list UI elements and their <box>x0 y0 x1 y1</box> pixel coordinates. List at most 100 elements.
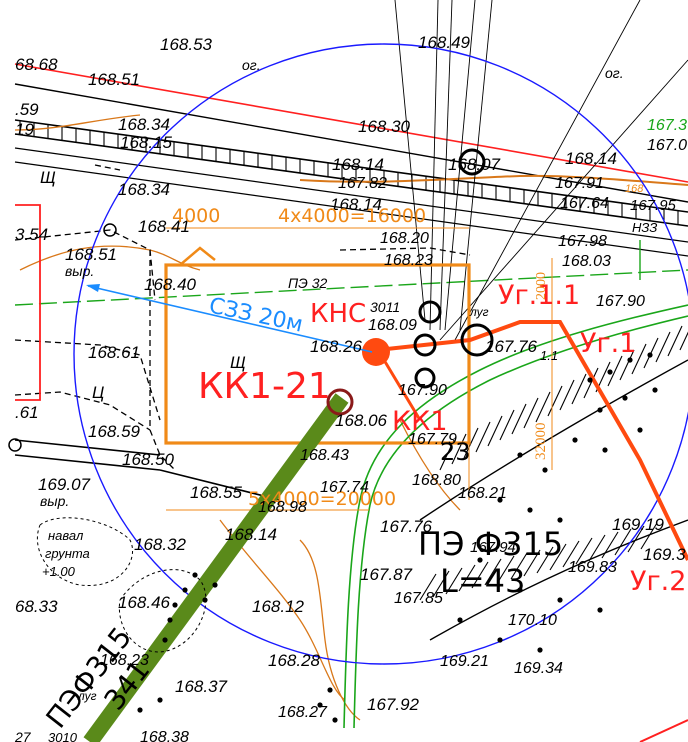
label: 168.59 <box>88 422 141 441</box>
label: 168.55 <box>190 483 243 502</box>
slope-hatch <box>463 427 479 459</box>
label: Уг.2 <box>630 566 686 597</box>
slope-edge <box>429 519 688 641</box>
tree-dot <box>572 437 578 443</box>
label: 168.06 <box>335 411 388 430</box>
protection-zone-circle <box>73 43 688 665</box>
embankment-hatch-top <box>14 119 688 257</box>
slope-hatch <box>511 403 527 435</box>
label: 167.90 <box>596 293 645 310</box>
label: 169.21 <box>440 653 489 670</box>
label: 168.12 <box>252 597 305 616</box>
label: 167.82 <box>338 175 387 192</box>
label: 167.95 <box>630 197 677 214</box>
label: 167.98 <box>558 233 607 250</box>
label: 168.40 <box>144 275 197 294</box>
slope-hatch <box>667 325 683 357</box>
label: 168.49 <box>418 33 471 52</box>
kns-marker <box>362 338 390 366</box>
tree-dot <box>202 597 208 603</box>
label: 168.23 <box>384 252 433 269</box>
slope-hatch <box>523 549 541 577</box>
label: 168.21 <box>458 485 507 502</box>
label: 168.09 <box>368 317 417 334</box>
tree-dot <box>497 497 503 503</box>
contour-orange-2 <box>19 245 201 271</box>
slope-hatch <box>588 534 606 562</box>
label: 168.34 <box>118 180 170 199</box>
slope-hatch <box>475 421 491 453</box>
label: L=43 <box>440 562 525 600</box>
contour-orange-3 <box>299 174 688 186</box>
slope-hatch <box>419 573 437 601</box>
label: 5x4000=20000 <box>248 488 396 510</box>
label: 167.74 <box>320 479 369 496</box>
tree-dot <box>597 407 603 413</box>
contour-orange-1 <box>14 114 141 131</box>
slope-hatch <box>679 331 688 351</box>
label: 168.50 <box>122 450 175 469</box>
tree-dot <box>537 647 543 653</box>
utility-lines <box>394 0 688 341</box>
label: Уг.1 <box>580 328 636 359</box>
tree-dot <box>157 697 163 703</box>
label: 167.87 <box>360 565 413 584</box>
label: ПЭ 32 <box>288 275 328 291</box>
contour-orange-6 <box>399 419 461 511</box>
dashed-boundaries <box>14 164 471 471</box>
label: 168.26 <box>310 337 363 356</box>
slope-hatch <box>571 373 587 405</box>
contour-orange-5 <box>219 519 346 701</box>
label: +1.00 <box>42 564 76 579</box>
slope-hatch <box>562 540 580 568</box>
label: 3011 <box>370 299 400 315</box>
label: 167.79 <box>408 431 457 448</box>
label: ог. <box>242 57 261 73</box>
label: 168.03 <box>562 253 611 270</box>
label: 169.83 <box>568 559 617 576</box>
slope-hatch <box>655 331 671 363</box>
label: .61 <box>15 403 39 422</box>
tree-dot <box>192 572 198 578</box>
slope-hatch <box>640 522 658 550</box>
label: 167.94 <box>470 539 516 556</box>
label: 167.90 <box>398 382 447 399</box>
tree-dot <box>627 357 633 363</box>
label: Уг.1.1 <box>498 280 580 311</box>
label: 19 <box>15 120 34 139</box>
tree-dot <box>137 707 143 713</box>
label: 3010 <box>48 730 78 742</box>
tree-dot <box>607 369 613 375</box>
slope-hatch <box>497 555 515 583</box>
slope-edge <box>419 359 688 521</box>
label: 168.53 <box>160 35 213 54</box>
label: КНС <box>310 299 366 329</box>
szz-arrow-head <box>86 284 100 292</box>
label: 168.27 <box>278 704 328 721</box>
zone-line-green <box>14 269 688 306</box>
slope-hatch <box>631 343 647 375</box>
slope-hatch <box>559 379 575 411</box>
tree-dot <box>517 587 523 593</box>
label: 168.37 <box>175 677 228 696</box>
wells <box>413 148 494 389</box>
slope-hatch <box>451 433 467 465</box>
label: 168.61 <box>88 343 140 362</box>
label: 168.23 <box>100 652 149 669</box>
contour-orange-4 <box>299 539 361 721</box>
tree-dot <box>622 395 628 401</box>
label: 169.3 <box>643 545 686 564</box>
label: 167.85 <box>394 590 443 607</box>
tree-dot <box>457 617 463 623</box>
label: 168 <box>625 183 644 195</box>
label: 168.14 <box>330 195 382 214</box>
tree-group <box>118 569 207 653</box>
label: ог. <box>605 65 624 81</box>
label: Ц <box>92 383 104 402</box>
slope-hatch <box>583 367 599 399</box>
red-boundary-left <box>15 204 41 401</box>
slope-hatch <box>510 552 528 580</box>
slope-hatch <box>487 415 503 447</box>
tree-dot <box>602 447 608 453</box>
